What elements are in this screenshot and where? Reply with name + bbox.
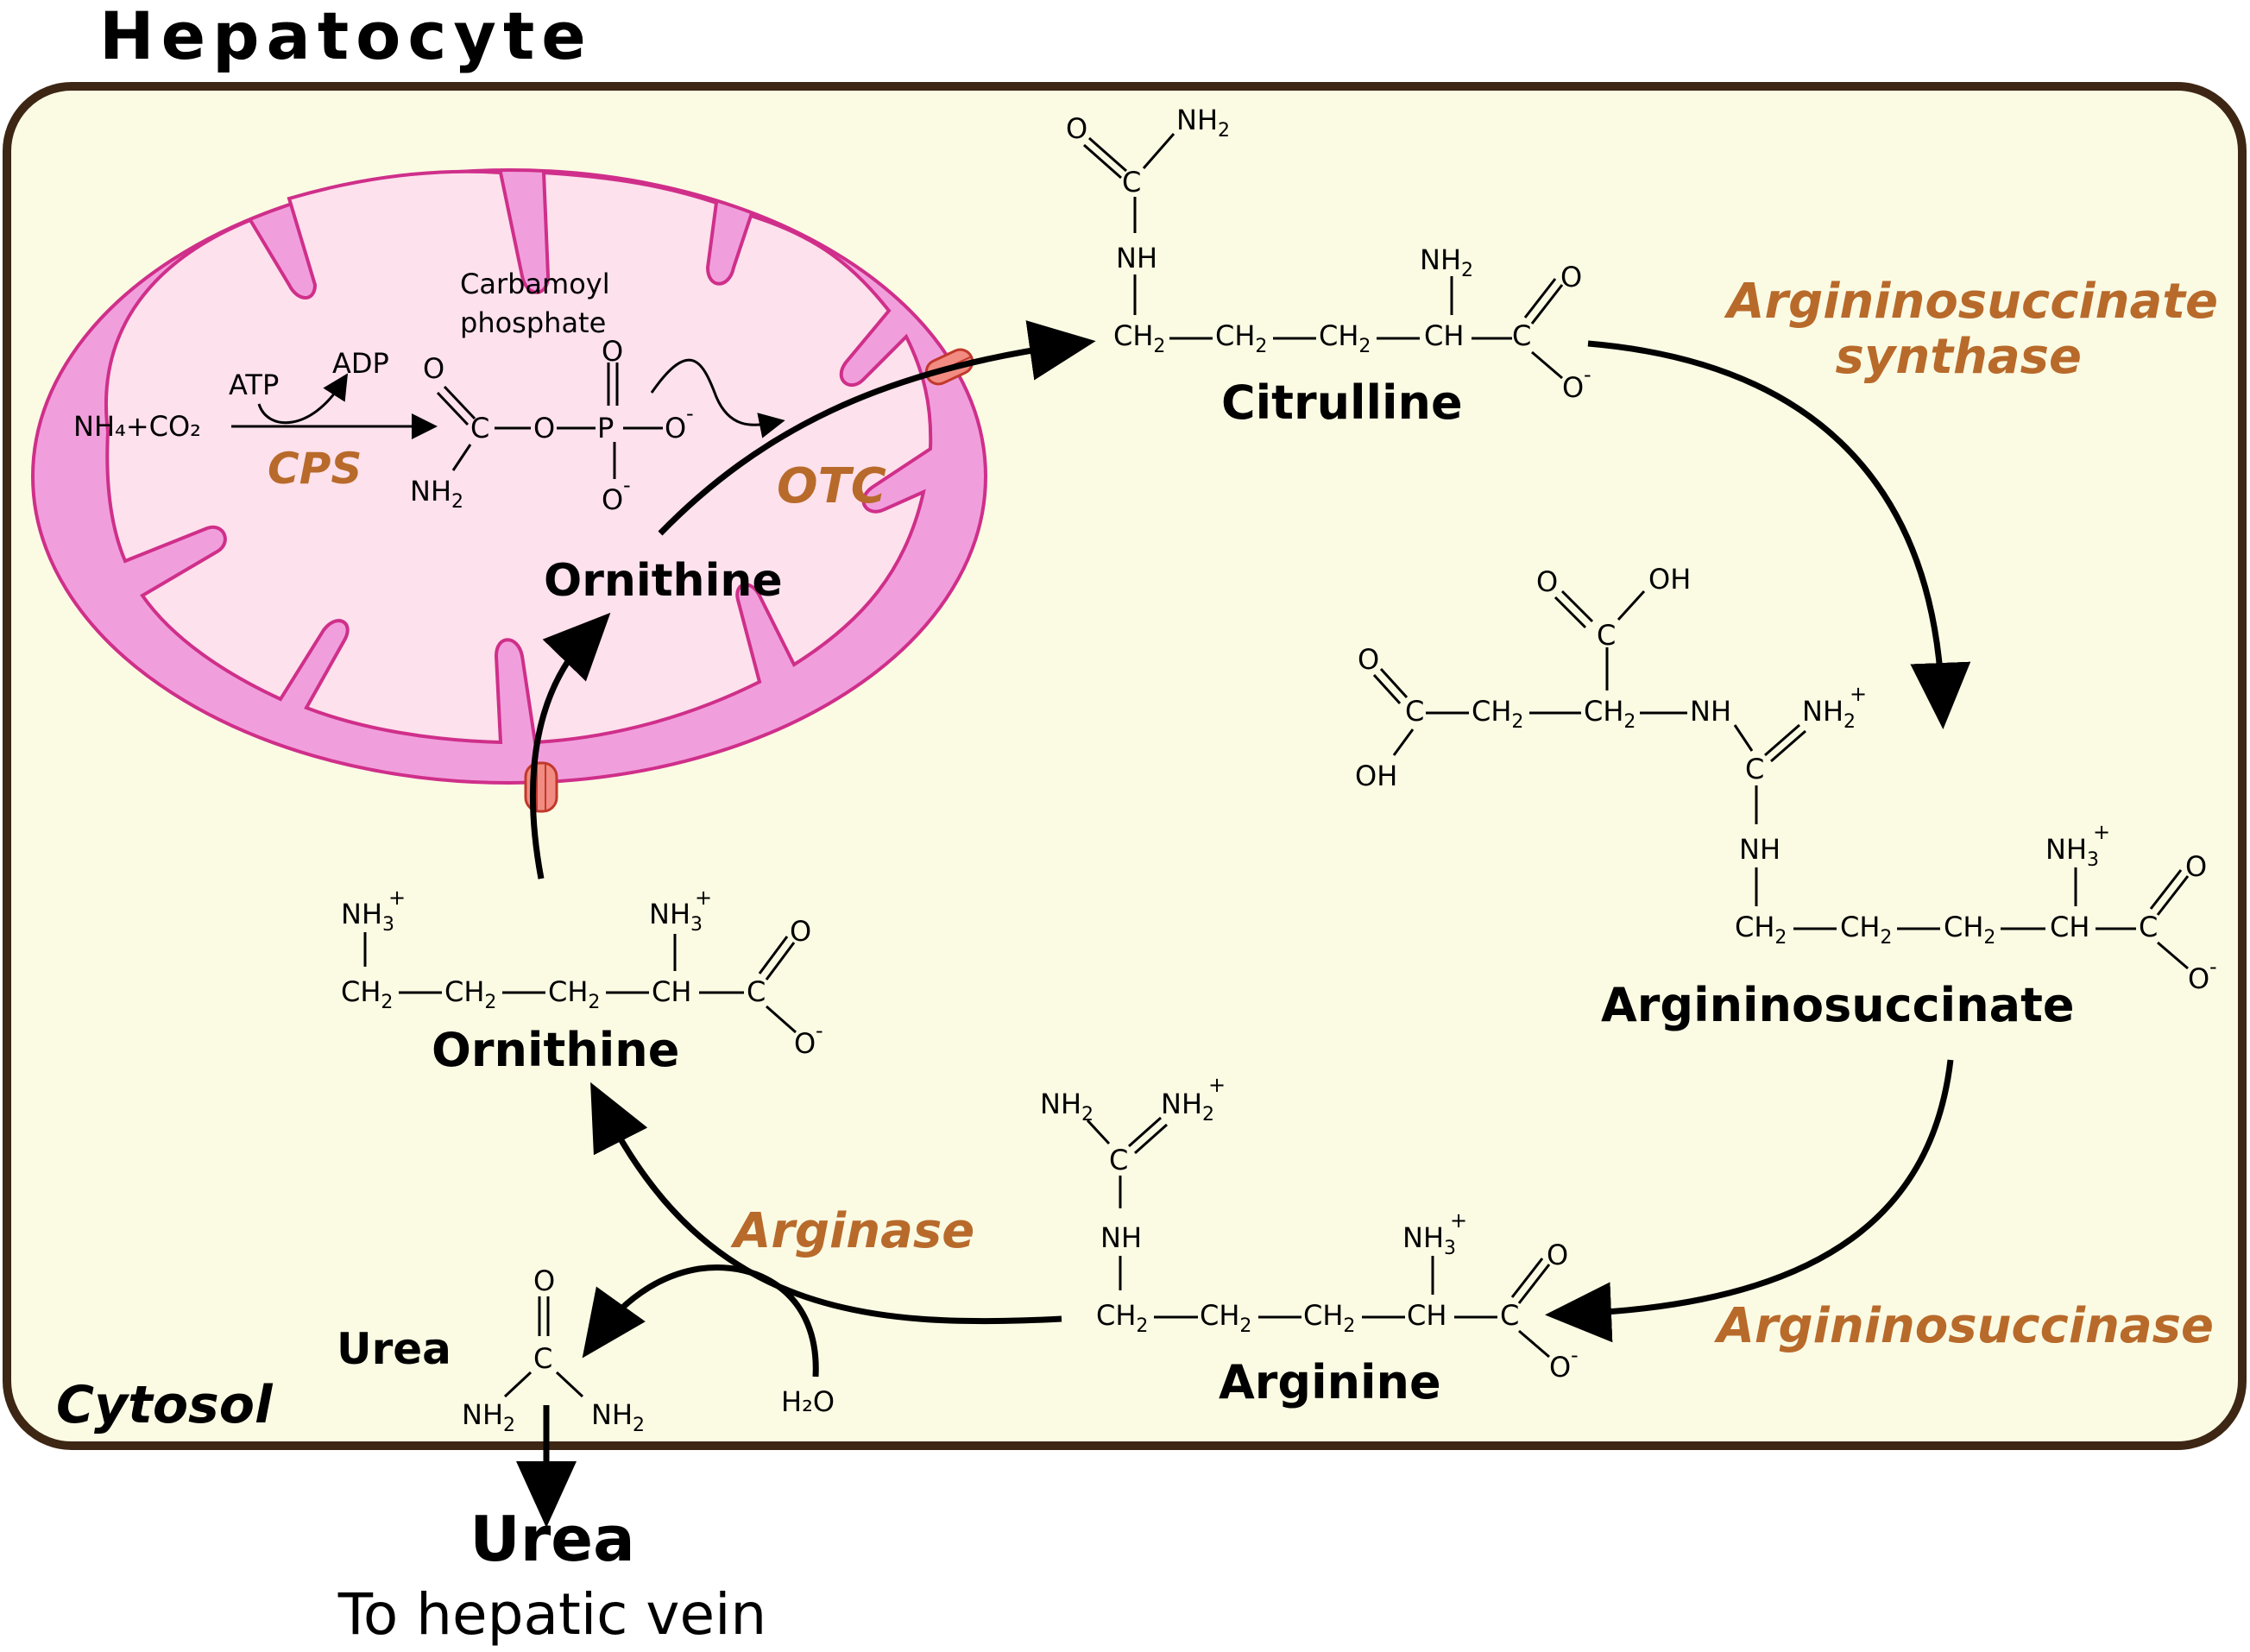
svg-text:+: + — [1450, 1208, 1467, 1233]
urea-big-label: Urea — [470, 1503, 634, 1575]
svg-text:-: - — [623, 473, 631, 497]
svg-text:+: + — [2093, 820, 2110, 844]
nh4-co2-label: NH₄+CO₂ — [73, 410, 201, 443]
svg-text:-: - — [816, 1018, 823, 1043]
ornithine-to-citrulline-arrow — [658, 320, 1096, 536]
enzyme-arginase: Arginase — [730, 1203, 974, 1259]
svg-text:CH2: CH2 — [1944, 911, 1995, 949]
citrulline-structure: O C NH2 NH CH2 CH2 CH2 CH NH2 C O O - — [1066, 104, 1591, 404]
svg-text:C: C — [1745, 753, 1764, 785]
ornithine-mito-label: Ornithine — [544, 555, 783, 607]
svg-text:C: C — [1512, 319, 1531, 352]
svg-text:O: O — [1066, 112, 1087, 145]
svg-text:O: O — [602, 335, 623, 368]
ornithine-import-arrow — [529, 612, 611, 880]
svg-text:+: + — [1208, 1073, 1226, 1097]
svg-text:CH2: CH2 — [341, 975, 393, 1013]
svg-text:O: O — [790, 915, 811, 948]
carbamoyl-label-2: phosphate — [460, 306, 606, 339]
urea-small-label: Urea — [337, 1324, 451, 1374]
enzyme-otc: OTC — [777, 458, 886, 514]
arginine-label: Arginine — [1219, 1355, 1441, 1409]
svg-text:+: + — [388, 886, 406, 910]
mitochondrion-inner-membrane — [104, 169, 933, 745]
svg-text:O: O — [1547, 1239, 1568, 1271]
svg-text:O: O — [533, 1264, 555, 1297]
svg-text:C: C — [2139, 911, 2158, 943]
argininosuccinate-label: Argininosuccinate — [1601, 978, 2075, 1032]
arginine-to-ornithine-arrow — [590, 1081, 1062, 1325]
enzyme-argininosuccinase: Argininosuccinase — [1714, 1298, 2214, 1354]
svg-text:+: + — [695, 886, 712, 910]
svg-text:C: C — [1109, 1144, 1128, 1176]
adp-label: ADP — [332, 347, 389, 380]
svg-text:C: C — [747, 975, 766, 1008]
title: Hepatocyte — [99, 0, 593, 74]
svg-text:CH2: CH2 — [1472, 695, 1523, 733]
svg-text:-: - — [686, 401, 694, 426]
svg-text:C: C — [1500, 1299, 1519, 1332]
citrulline-label: Citrulline — [1221, 375, 1463, 430]
svg-text:O: O — [1562, 371, 1584, 404]
svg-text:NH: NH — [1690, 695, 1731, 728]
svg-text:O: O — [794, 1027, 816, 1060]
svg-text:CH: CH — [652, 975, 691, 1008]
svg-text:P: P — [597, 412, 614, 445]
svg-text:O: O — [1560, 261, 1582, 293]
arginine-structure: NH2 C NH2 + NH CH2 CH2 CH2 CH NH3 + C O … — [1040, 1073, 1579, 1384]
svg-text:CH2: CH2 — [1200, 1299, 1251, 1337]
svg-text:C: C — [1405, 695, 1424, 728]
svg-text:-: - — [1584, 363, 1591, 387]
svg-text:O: O — [423, 352, 444, 385]
svg-text:O: O — [2185, 850, 2207, 883]
water-to-urea-arrow — [582, 1264, 819, 1378]
urea-structure: O C NH2 NH2 — [462, 1264, 645, 1436]
enzyme-cps: CPS — [268, 444, 362, 494]
mitochondrion — [31, 168, 987, 813]
svg-text:OH: OH — [1355, 760, 1397, 792]
svg-text:C: C — [1122, 166, 1141, 199]
svg-text:-: - — [1571, 1343, 1579, 1367]
svg-text:O: O — [1536, 565, 1558, 598]
cytosol-label: Cytosol — [56, 1375, 274, 1435]
argininosuccinate-to-arginine-arrow — [1545, 1059, 1954, 1343]
enzyme-as-synthase-line1: Argininosuccinate — [1724, 274, 2218, 330]
svg-text:O: O — [665, 412, 686, 445]
svg-text:O: O — [533, 412, 555, 445]
svg-text:CH: CH — [2050, 911, 2089, 943]
carbamoyl-label-1: Carbamoyl — [460, 268, 610, 300]
carbamoyl-phosphate-structure: O C O P O O - O - NH2 — [410, 335, 694, 516]
atp-label: ATP — [229, 369, 279, 401]
enzyme-as-synthase-line2: synthase — [1836, 329, 2082, 385]
citrulline-to-argininosuccinate-arrow — [1587, 340, 1971, 729]
svg-text:NH2: NH2 — [591, 1398, 645, 1436]
svg-text:O: O — [2188, 962, 2209, 995]
svg-text:C: C — [470, 412, 489, 445]
svg-text:-: - — [2209, 955, 2217, 979]
carbamoyl-to-otc-arrow — [650, 358, 785, 438]
h2o-label: H₂O — [781, 1385, 835, 1418]
svg-text:CH: CH — [1407, 1299, 1446, 1332]
svg-text:C: C — [533, 1342, 552, 1375]
svg-text:O: O — [602, 483, 623, 516]
svg-text:NH: NH — [1100, 1221, 1142, 1254]
svg-text:CH: CH — [1424, 319, 1464, 352]
svg-text:CH2: CH2 — [1096, 1299, 1148, 1337]
svg-text:O: O — [1549, 1351, 1571, 1384]
ornithine-cytosol-label: Ornithine — [432, 1023, 679, 1077]
ornithine-cytosol-structure: NH3 + CH2 CH2 CH2 CH NH3 + C O O - — [341, 886, 823, 1060]
svg-text:+: + — [1850, 682, 1867, 706]
atp-adp-arrow — [257, 373, 349, 425]
svg-text:NH: NH — [1739, 833, 1780, 866]
svg-text:NH: NH — [1116, 242, 1157, 274]
svg-text:C: C — [1597, 619, 1616, 652]
svg-text:OH: OH — [1648, 563, 1691, 596]
svg-text:O: O — [1358, 643, 1379, 676]
to-hepatic-vein-label: To hepatic vein — [337, 1581, 767, 1648]
